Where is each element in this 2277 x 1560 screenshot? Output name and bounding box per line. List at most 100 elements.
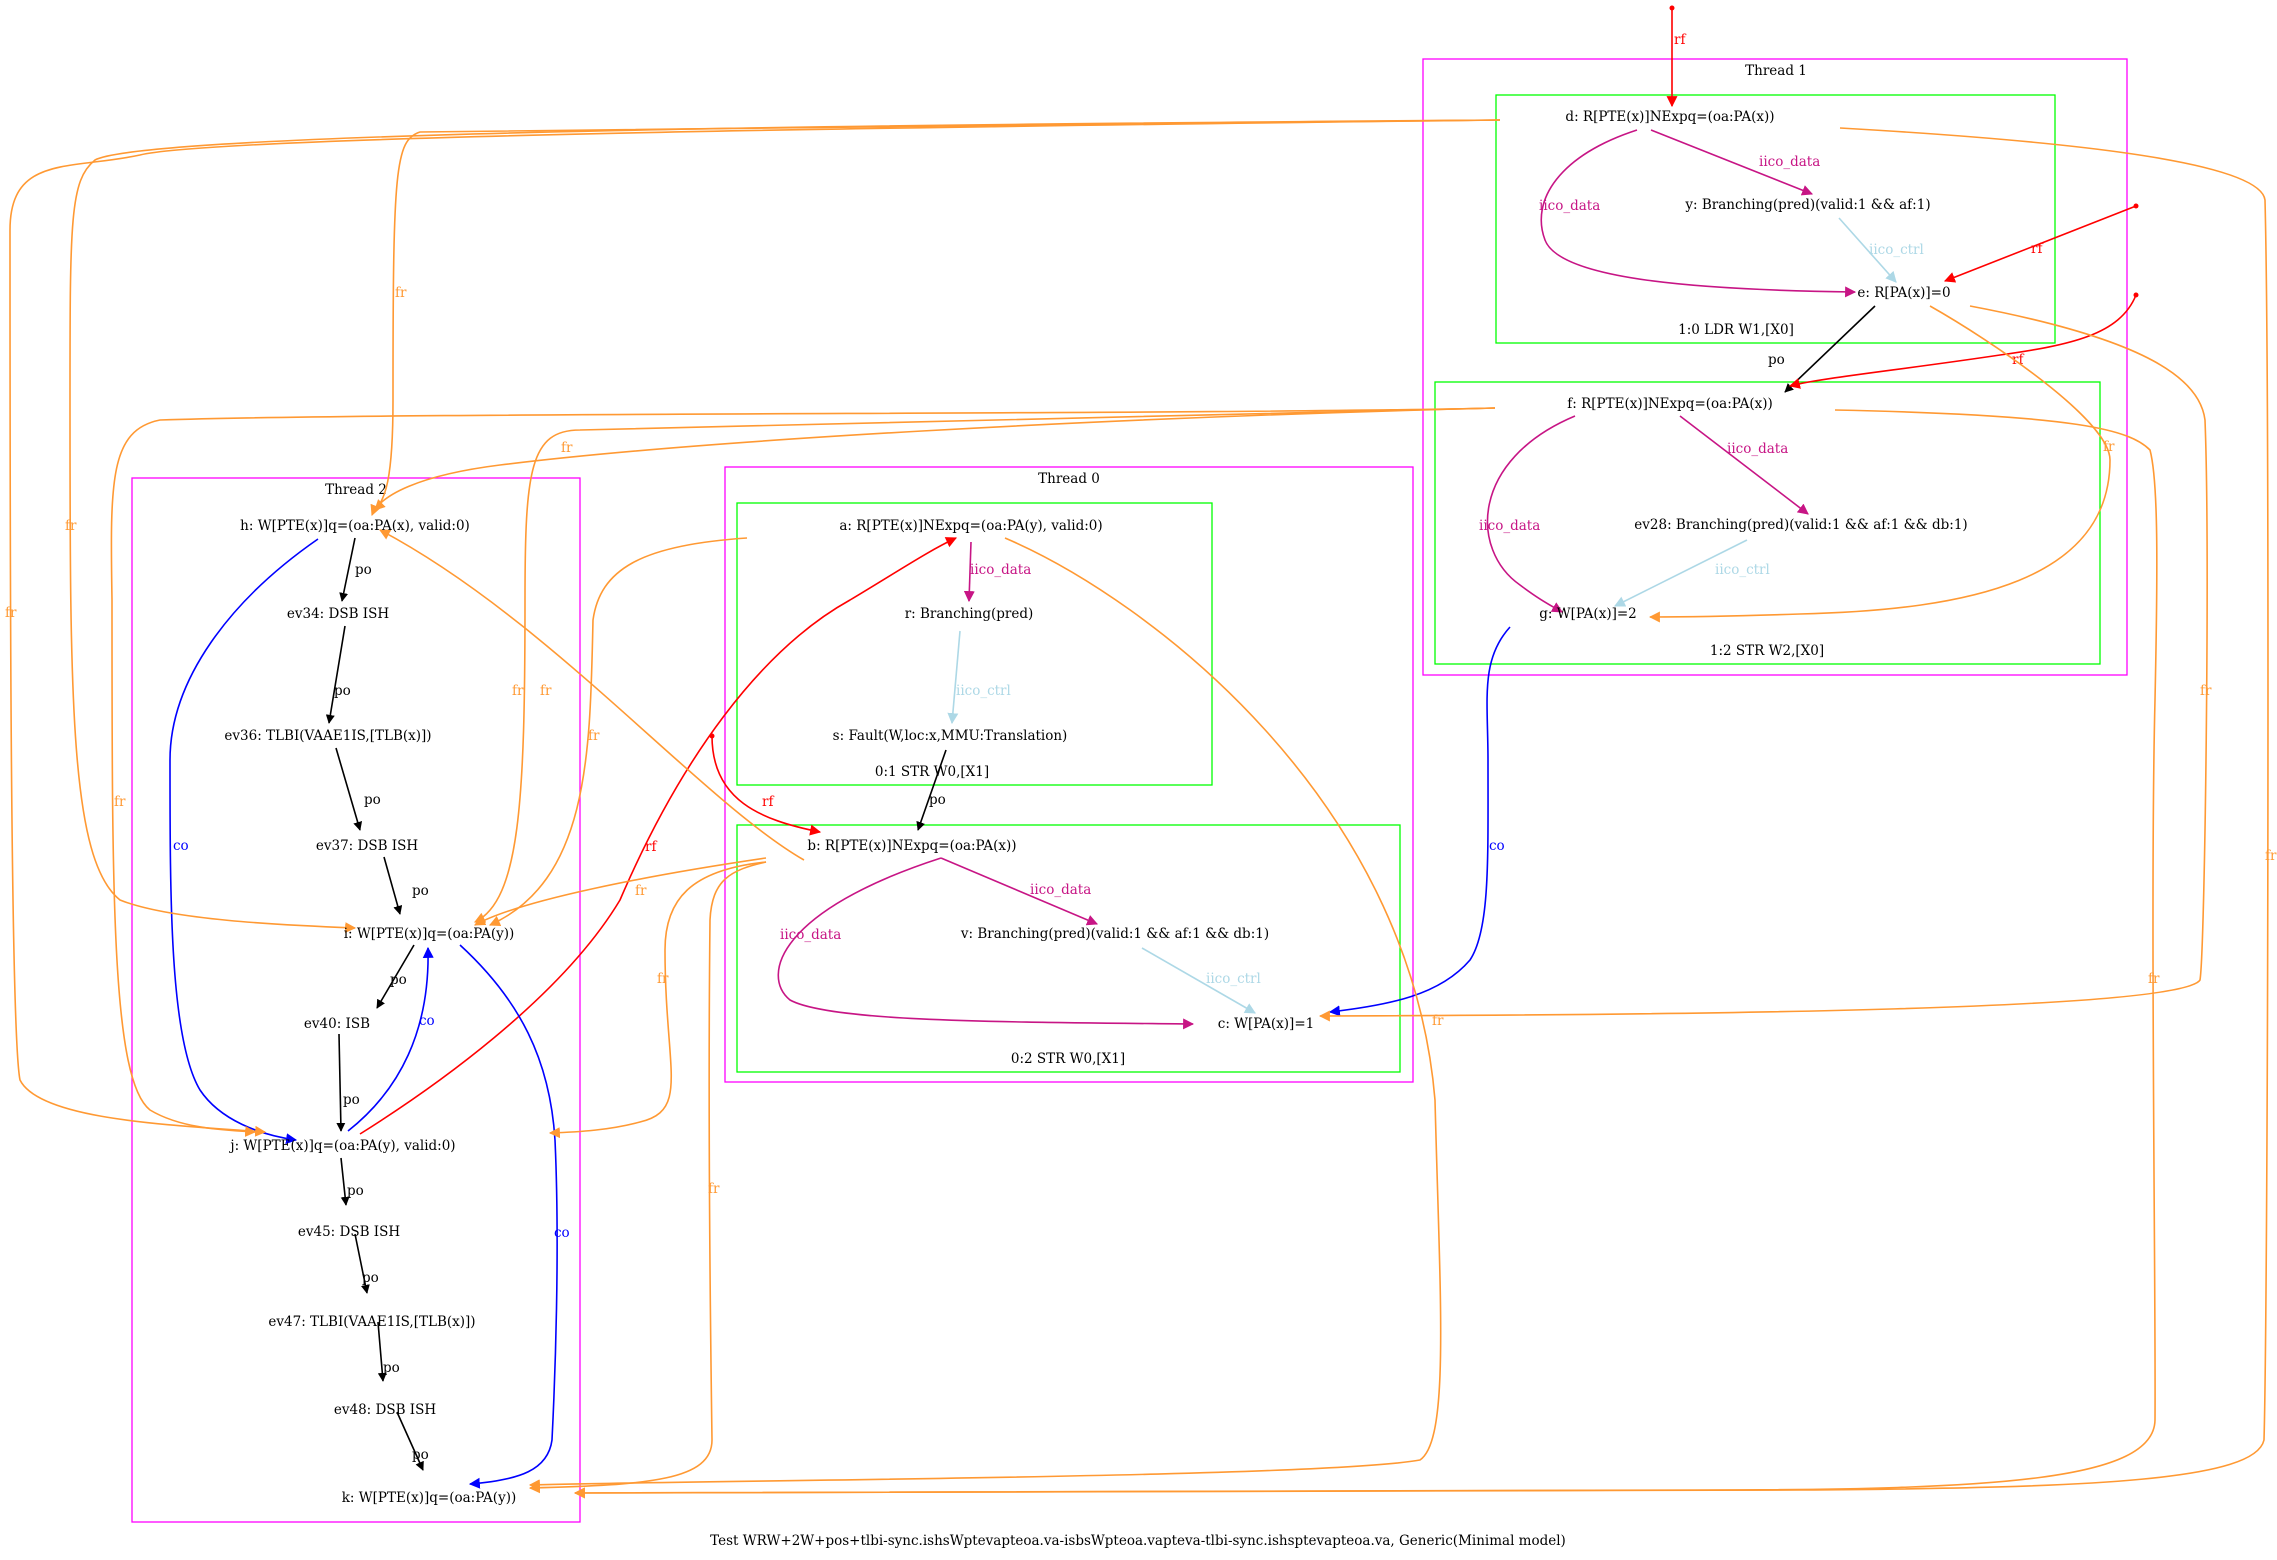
instruction-1-0-label: 1:0 LDR W1,[X0] [1678,322,1794,338]
fr-label: fr [561,440,573,456]
co-label: co [419,1013,435,1029]
fr-edge [474,857,767,926]
iico-data-label: iico_data [1030,882,1091,898]
instruction-0-2-label: 0:2 STR W0,[X1] [1011,1051,1125,1067]
iico-data-edge [1540,129,1857,298]
event-g: g: W[PA(x)]=2 [1539,606,1637,622]
iico-ctrl-label: iico_ctrl [1869,242,1924,258]
instruction-0-2-cluster: 0:2 STR W0,[X1] [736,824,1401,1073]
fr-edge [573,409,2158,1499]
iico-data-edge [940,857,1099,926]
co-label: co [554,1225,570,1241]
po-edge [340,1157,350,1206]
po-edge [336,1033,346,1132]
rf-edge [359,537,957,1135]
fr-label: fr [2265,848,2277,864]
po-label: po [334,683,351,699]
po-edge [396,1411,424,1471]
event-s: s: Fault(W,loc:x,MMU:Translation) [833,728,1068,744]
thread-1-cluster: Thread 1 [1422,58,2128,676]
instruction-1-2-label: 1:2 STR W2,[X0] [1710,643,1824,659]
rf-source-dot [709,733,715,739]
po-edge [376,944,415,1009]
fr-edge [528,861,767,1494]
fr-edge [110,407,1496,1137]
thread-2-events: h: W[PTE(x)]q=(oa:PA(x), valid:0) ev34: … [224,518,516,1506]
event-j: j: W[PTE(x)]q=(oa:PA(y), valid:0) [228,1138,455,1154]
iico-data-edge [777,857,1195,1030]
instruction-0-1-cluster: 0:1 STR W0,[X1] [736,502,1213,786]
event-c: c: W[PA(x)]=1 [1218,1016,1314,1032]
event-a: a: R[PTE(x)]NExpq=(oa:PA(y), valid:0) [839,518,1102,534]
iico-ctrl-edges [947,217,1897,1014]
iico-ctrl-edge [1614,539,1748,607]
po-label: po [362,1270,379,1286]
po-edge [339,537,356,602]
po-label: po [390,972,407,988]
event-ev37: ev37: DSB ISH [316,838,418,854]
fr-edge [69,119,1501,934]
po-label: po [412,883,429,899]
iico-ctrl-labels: iico_ctrl iico_ctrl iico_ctrl iico_ctrl [956,242,1924,987]
po-edge [1784,305,1876,393]
fr-label: fr [395,285,407,301]
co-edge [1328,626,1511,1017]
event-y: y: Branching(pred)(valid:1 && af:1) [1684,197,1930,213]
rf-source-dot [1669,5,1675,11]
po-label: po [355,562,372,578]
iico-data-label: iico_data [780,927,841,943]
co-label: co [173,838,189,854]
event-b: b: R[PTE(x)]NExpq=(oa:PA(x)) [807,838,1016,854]
iico-data-edge [1679,415,1809,515]
iico-data-label: iico_data [1479,518,1540,534]
fr-label: fr [5,605,17,621]
event-ev48: ev48: DSB ISH [334,1402,436,1418]
fr-label: fr [540,683,552,699]
rf-label: rf [2031,241,2043,257]
iico-data-edges [777,129,1857,1030]
thread-0-label: Thread 0 [1038,471,1100,487]
rf-edges [359,8,2137,1135]
rf-edge [1788,294,2137,389]
event-ev28: ev28: Branching(pred)(valid:1 && af:1 &&… [1634,517,1967,533]
event-i: i: W[PTE(x)]q=(oa:PA(y)) [344,926,515,942]
po-edge [354,1233,370,1294]
fr-label: fr [2148,971,2160,987]
iico-ctrl-edge [947,630,961,725]
fr-edge [370,407,1496,517]
po-label: po [347,1183,364,1199]
iico-data-label: iico_data [1539,198,1600,214]
co-labels: co co co co [173,838,1505,1241]
instruction-0-1-label: 0:1 STR W0,[X1] [875,764,989,780]
po-edge [377,1321,387,1382]
iico-data-edge [1486,415,1576,613]
fr-edge [379,529,805,861]
co-edges [169,538,1511,1489]
rf-label: rf [645,839,657,855]
iico-ctrl-label: iico_ctrl [956,683,1011,699]
fr-edge [9,119,1501,1137]
fr-edge [528,537,1442,1491]
event-ev40: ev40: ISB [304,1016,370,1032]
fr-label: fr [114,794,126,810]
iico-ctrl-label: iico_ctrl [1206,971,1261,987]
fr-label: fr [708,1181,720,1197]
iico-data-label: iico_data [1727,441,1788,457]
po-labels: po po po po po po po po po po po po [334,352,1785,1463]
fr-label: fr [588,728,600,744]
thread-0-cluster: Thread 0 [724,466,1414,1083]
rf-edge [1943,205,2137,283]
event-f: f: R[PTE(x)]NExpq=(oa:PA(x)) [1567,396,1773,412]
fr-edges [9,119,2269,1499]
fr-edge [374,119,1501,511]
po-label: po [929,792,946,808]
fr-labels: fr fr fr fr fr fr fr fr fr fr fr fr fr f… [5,285,2277,1197]
fr-label: fr [512,683,524,699]
co-edge [169,538,319,1145]
po-edge [325,625,346,724]
fr-label: fr [657,971,669,987]
iico-data-edge [963,541,975,603]
po-label: po [412,1447,429,1463]
co-label: co [1489,838,1505,854]
